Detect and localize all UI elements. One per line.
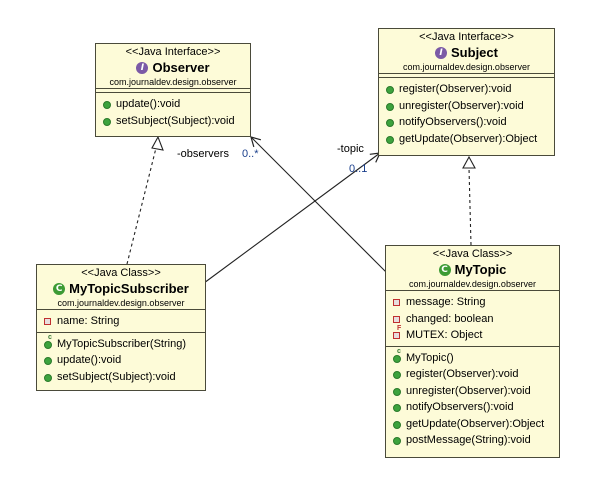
- realization-line-topic-subject: [468, 167, 472, 246]
- subject-name: Subject: [451, 45, 498, 60]
- method-item: setSubject(Subject):void: [37, 369, 205, 386]
- realization-arrowhead-observer: [151, 135, 164, 151]
- subscriber-package: com.journaldev.design.observer: [57, 298, 185, 308]
- public-method-icon: [384, 134, 395, 144]
- public-method-icon: [101, 116, 112, 126]
- association-line-topic: [203, 152, 381, 284]
- observer-package: com.journaldev.design.observer: [109, 77, 237, 87]
- constructor-icon: c: [42, 334, 53, 349]
- topic-package: com.journaldev.design.observer: [409, 279, 536, 289]
- subject-attributes-section: [379, 73, 554, 77]
- method-item: setSubject(Subject):void: [96, 113, 250, 130]
- realization-line-subscriber-observer: [126, 147, 157, 265]
- public-method-icon: [42, 355, 53, 366]
- method-item: unregister(Observer):void: [379, 98, 554, 115]
- method-item: update():void: [96, 96, 250, 113]
- method-item: notifyObservers():void: [386, 399, 559, 416]
- association-line-observers: [250, 136, 387, 273]
- private-final-field-icon: F: [391, 325, 402, 340]
- subject-methods-section: register(Observer):void unregister(Obser…: [379, 77, 554, 149]
- interface-icon: I: [435, 46, 448, 59]
- class-icon: C: [53, 282, 66, 295]
- method-item: getUpdate(Observer):Object: [379, 131, 554, 148]
- topic-multiplicity-label: 0..1: [349, 163, 368, 175]
- method-item: register(Observer):void: [386, 366, 559, 383]
- subscriber-name: MyTopicSubscriber: [69, 281, 189, 296]
- method-item: notifyObservers():void: [379, 114, 554, 131]
- constructor-icon: c: [391, 348, 402, 363]
- subscriber-stereotype: <<Java Class>>: [81, 267, 161, 279]
- public-method-icon: [391, 386, 402, 396]
- subscriber-attributes-section: name: String: [37, 309, 205, 332]
- observer-name: Observer: [152, 60, 210, 75]
- public-method-icon: [391, 369, 402, 380]
- public-method-icon: [384, 84, 395, 95]
- attribute-item: changed: boolean: [386, 311, 559, 328]
- topic-stereotype: <<Java Class>>: [432, 248, 513, 260]
- method-item: getUpdate(Observer):Object: [386, 416, 559, 433]
- observer-interface-box[interactable]: <<Java Interface>> I Observer com.journa…: [95, 43, 251, 137]
- method-item: update():void: [37, 352, 205, 369]
- public-method-icon: [391, 435, 402, 446]
- interface-icon: I: [136, 61, 149, 74]
- public-method-icon: [42, 372, 53, 382]
- mytopic-class-box[interactable]: <<Java Class>> C MyTopic com.journaldev.…: [385, 245, 560, 458]
- private-field-icon: [391, 314, 402, 324]
- private-field-icon: [391, 297, 402, 307]
- observers-multiplicity-label: 0..*: [242, 148, 259, 160]
- subject-package: com.journaldev.design.observer: [403, 62, 530, 72]
- realization-arrowhead-subject: [462, 155, 476, 169]
- attribute-item: name: String: [37, 313, 205, 330]
- class-icon: C: [438, 263, 451, 276]
- observer-stereotype: <<Java Interface>>: [125, 46, 221, 58]
- topic-name: MyTopic: [454, 262, 507, 277]
- observer-methods-section: update():void setSubject(Subject):void: [96, 92, 250, 131]
- subject-interface-box[interactable]: <<Java Interface>> I Subject com.journal…: [378, 28, 555, 156]
- public-method-icon: [101, 99, 112, 110]
- mytopicsubscriber-class-box[interactable]: <<Java Class>> C MyTopicSubscriber com.j…: [36, 264, 206, 391]
- attribute-item: message: String: [386, 294, 559, 311]
- method-item: register(Observer):void: [379, 81, 554, 98]
- method-item: postMessage(String):void: [386, 432, 559, 449]
- private-field-icon: [42, 316, 53, 326]
- public-method-icon: [384, 117, 395, 128]
- observer-attributes-section: [96, 88, 250, 92]
- topic-role-label: -topic: [337, 143, 364, 155]
- method-item: unregister(Observer):void: [386, 383, 559, 400]
- public-method-icon: [391, 419, 402, 429]
- subject-stereotype: <<Java Interface>>: [419, 31, 514, 43]
- observers-role-label: -observers: [177, 148, 229, 160]
- public-method-icon: [391, 402, 402, 413]
- public-method-icon: [384, 101, 395, 111]
